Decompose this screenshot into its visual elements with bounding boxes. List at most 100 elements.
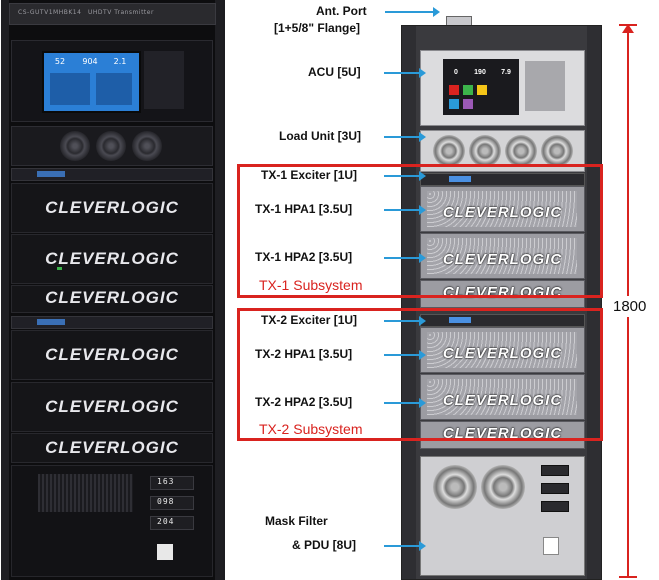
drawing-mask-filter-pdu bbox=[420, 456, 585, 576]
power-outlet bbox=[543, 537, 559, 555]
drawing-acu-screen: 0 190 7.9 bbox=[443, 59, 519, 115]
rack-rail-left bbox=[402, 26, 416, 579]
ant-port-flange-label: [1+5/8" Flange] bbox=[274, 21, 361, 35]
fan-icon bbox=[505, 135, 537, 167]
rack-rail-right bbox=[215, 0, 223, 580]
photo-pdu-grill bbox=[38, 474, 133, 512]
rack-rail-right bbox=[587, 26, 601, 579]
tx1-subsystem-label: TX-1 Subsystem bbox=[259, 277, 363, 293]
arrow-icon bbox=[384, 171, 426, 181]
drawing-load-unit bbox=[420, 130, 585, 172]
photo-acu-value-3: 2.1 bbox=[113, 57, 127, 66]
tx2-subsystem-label: TX-2 Subsystem bbox=[259, 421, 363, 437]
tx1-hpa1-label: TX-1 HPA1 [3.5U] bbox=[255, 202, 353, 216]
photo-tx1-exciter bbox=[11, 168, 213, 181]
meter-display bbox=[541, 483, 569, 494]
arrow-icon bbox=[384, 398, 426, 408]
fan-icon bbox=[541, 135, 573, 167]
drawing-acu-value-3: 7.9 bbox=[501, 69, 511, 76]
drawing-acu-value-2: 190 bbox=[474, 69, 486, 76]
tx2-hpa1-label: TX-2 HPA1 [3.5U] bbox=[255, 347, 353, 361]
tx1-hpa2-label: TX-1 HPA2 [3.5U] bbox=[255, 250, 353, 264]
brand-logo: CLEVERLOGIC bbox=[442, 204, 563, 221]
photo-acu: 52 904 2.1 bbox=[11, 40, 213, 122]
ant-port-label: Ant. Port bbox=[316, 4, 367, 18]
drawing-tx2-hpa1: CLEVERLOGIC bbox=[420, 327, 585, 373]
arrow-icon bbox=[384, 350, 426, 360]
photo-meter-2: 098 bbox=[150, 496, 194, 510]
photo-tx2-hpa2: CLEVERLOGIC bbox=[11, 382, 213, 432]
photo-acu-value-2: 904 bbox=[82, 57, 98, 66]
status-square bbox=[477, 85, 487, 95]
arrow-icon bbox=[384, 253, 426, 263]
fan-icon bbox=[96, 131, 126, 161]
brand-logo: CLEVERLOGIC bbox=[45, 249, 179, 268]
meter-display bbox=[541, 501, 569, 512]
photo-meter-1: 163 bbox=[150, 476, 194, 490]
arrow-icon bbox=[384, 316, 426, 326]
photo-power-outlet bbox=[157, 544, 173, 560]
arrow-icon bbox=[384, 541, 426, 551]
fan-icon bbox=[433, 135, 465, 167]
tx2-subsystem-box bbox=[237, 308, 603, 441]
brand-logo: CLEVERLOGIC bbox=[45, 438, 179, 457]
fan-icon bbox=[433, 465, 477, 509]
status-led bbox=[57, 267, 62, 270]
brand-logo: CLEVERLOGIC bbox=[45, 288, 179, 307]
brand-logo: CLEVERLOGIC bbox=[45, 345, 179, 364]
status-square bbox=[463, 99, 473, 109]
pdu-label: & PDU [8U] bbox=[292, 538, 357, 552]
arrow-icon bbox=[384, 68, 426, 78]
photo-tx2-hpa1: CLEVERLOGIC bbox=[11, 330, 213, 380]
top-strip-model: CS-GUTV1MHBK14 bbox=[18, 9, 82, 16]
drawing-tx2-hpa2: CLEVERLOGIC bbox=[420, 374, 585, 420]
photo-tx2-hpa2-lower: CLEVERLOGIC bbox=[11, 433, 213, 463]
fan-icon bbox=[60, 131, 90, 161]
fan-icon bbox=[132, 131, 162, 161]
top-strip-title: UHDTV Transmitter bbox=[88, 9, 154, 16]
dimension-tick bbox=[619, 576, 637, 578]
meter-reading: 098 bbox=[157, 497, 175, 506]
status-square bbox=[463, 85, 473, 95]
photo-top-strip: CS-GUTV1MHBK14 UHDTV Transmitter bbox=[9, 3, 216, 25]
acu-label: ACU [5U] bbox=[308, 65, 361, 79]
brand-logo: CLEVERLOGIC bbox=[45, 397, 179, 416]
photo-meter-3: 204 bbox=[150, 516, 194, 530]
brand-logo: CLEVERLOGIC bbox=[442, 392, 563, 409]
status-square bbox=[449, 99, 459, 109]
photo-acu-panel bbox=[50, 73, 90, 105]
brand-logo: CLEVERLOGIC bbox=[442, 251, 563, 268]
rack-rail-left bbox=[1, 0, 9, 580]
rack-drawing: 0 190 7.9 CLEVERLOGIC CLEVERLOGIC CLEVER… bbox=[401, 25, 602, 580]
drawing-acu: 0 190 7.9 bbox=[420, 50, 585, 126]
load-unit-label: Load Unit [3U] bbox=[279, 129, 361, 143]
meter-display bbox=[541, 465, 569, 476]
photo-tx1-hpa2-lower: CLEVERLOGIC bbox=[11, 285, 213, 313]
photo-tx1-hpa2: CLEVERLOGIC bbox=[11, 234, 213, 284]
brand-logo: CLEVERLOGIC bbox=[45, 198, 179, 217]
drawing-acu-side-panel bbox=[525, 61, 565, 111]
brand-logo: CLEVERLOGIC bbox=[442, 345, 563, 362]
photo-mask-filter-pdu: 163 098 204 bbox=[11, 465, 213, 577]
drawing-acu-value-1: 0 bbox=[454, 69, 458, 76]
meter-reading: 204 bbox=[157, 517, 175, 526]
arrow-icon bbox=[384, 205, 426, 215]
fan-icon bbox=[469, 135, 501, 167]
photo-load-unit bbox=[11, 126, 213, 166]
status-square bbox=[449, 85, 459, 95]
mask-filter-label: Mask Filter bbox=[265, 514, 328, 528]
photo-tx1-hpa1: CLEVERLOGIC bbox=[11, 183, 213, 233]
height-label: 1800 bbox=[613, 296, 647, 317]
drawing-tx1-exciter bbox=[420, 173, 585, 186]
drawing-tx2-hpa2-lower: CLEVERLOGIC bbox=[420, 421, 585, 449]
brand-logo: CLEVERLOGIC bbox=[442, 425, 563, 442]
drawing-tx1-hpa2: CLEVERLOGIC bbox=[420, 233, 585, 279]
tx2-hpa2-label: TX-2 HPA2 [3.5U] bbox=[255, 395, 353, 409]
photo-acu-screen: 52 904 2.1 bbox=[42, 51, 141, 113]
rack-photo: CS-GUTV1MHBK14 UHDTV Transmitter 52 904 … bbox=[1, 0, 225, 580]
photo-tx2-exciter bbox=[11, 316, 213, 329]
photo-acu-side-panel bbox=[144, 51, 184, 109]
photo-acu-panel bbox=[96, 73, 132, 105]
fan-icon bbox=[481, 465, 525, 509]
tx1-exciter-label: TX-1 Exciter [1U] bbox=[261, 168, 358, 182]
